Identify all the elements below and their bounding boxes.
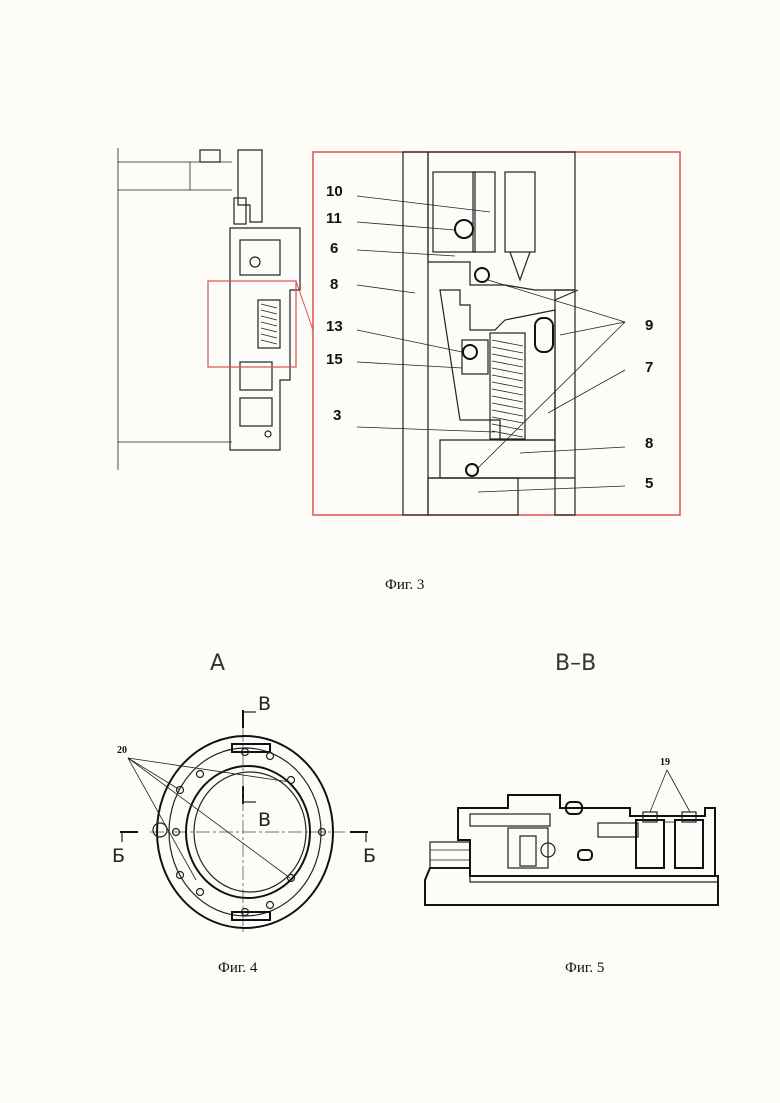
callout-3: 3 — [333, 407, 341, 424]
fig3-overview-section — [118, 148, 313, 470]
callout-15: 15 — [326, 351, 343, 368]
fig5-caption: Фиг. 5 — [565, 960, 604, 976]
fig3-leader-lines — [357, 196, 625, 492]
callout-13: 13 — [326, 318, 343, 335]
callout-7: 7 — [645, 359, 653, 376]
section-letter-right: Б — [363, 845, 376, 867]
section-letter-mid: В — [258, 809, 271, 831]
fig5-section-bb: В–В 19 — [425, 651, 718, 905]
section-label-bb: В–В — [555, 651, 596, 676]
callout-9: 9 — [645, 317, 653, 334]
section-letter-left: Б — [112, 845, 125, 867]
fig3-detail-view — [313, 152, 680, 515]
fig4-view-a: А В В Б Б — [112, 651, 376, 935]
fig3-caption: Фиг. 3 — [385, 577, 424, 593]
callout-11: 11 — [326, 210, 342, 227]
callout-8-upper: 8 — [330, 276, 338, 293]
callout-8-lower: 8 — [645, 435, 653, 452]
callout-10: 10 — [326, 183, 343, 200]
view-label-a: А — [210, 651, 225, 676]
section-letter-top: В — [258, 693, 271, 715]
callout-20: 20 — [117, 745, 127, 756]
callout-19: 19 — [660, 757, 670, 768]
callout-6: 6 — [330, 240, 338, 257]
fig4-caption: Фиг. 4 — [218, 960, 258, 976]
callout-5: 5 — [645, 475, 653, 492]
